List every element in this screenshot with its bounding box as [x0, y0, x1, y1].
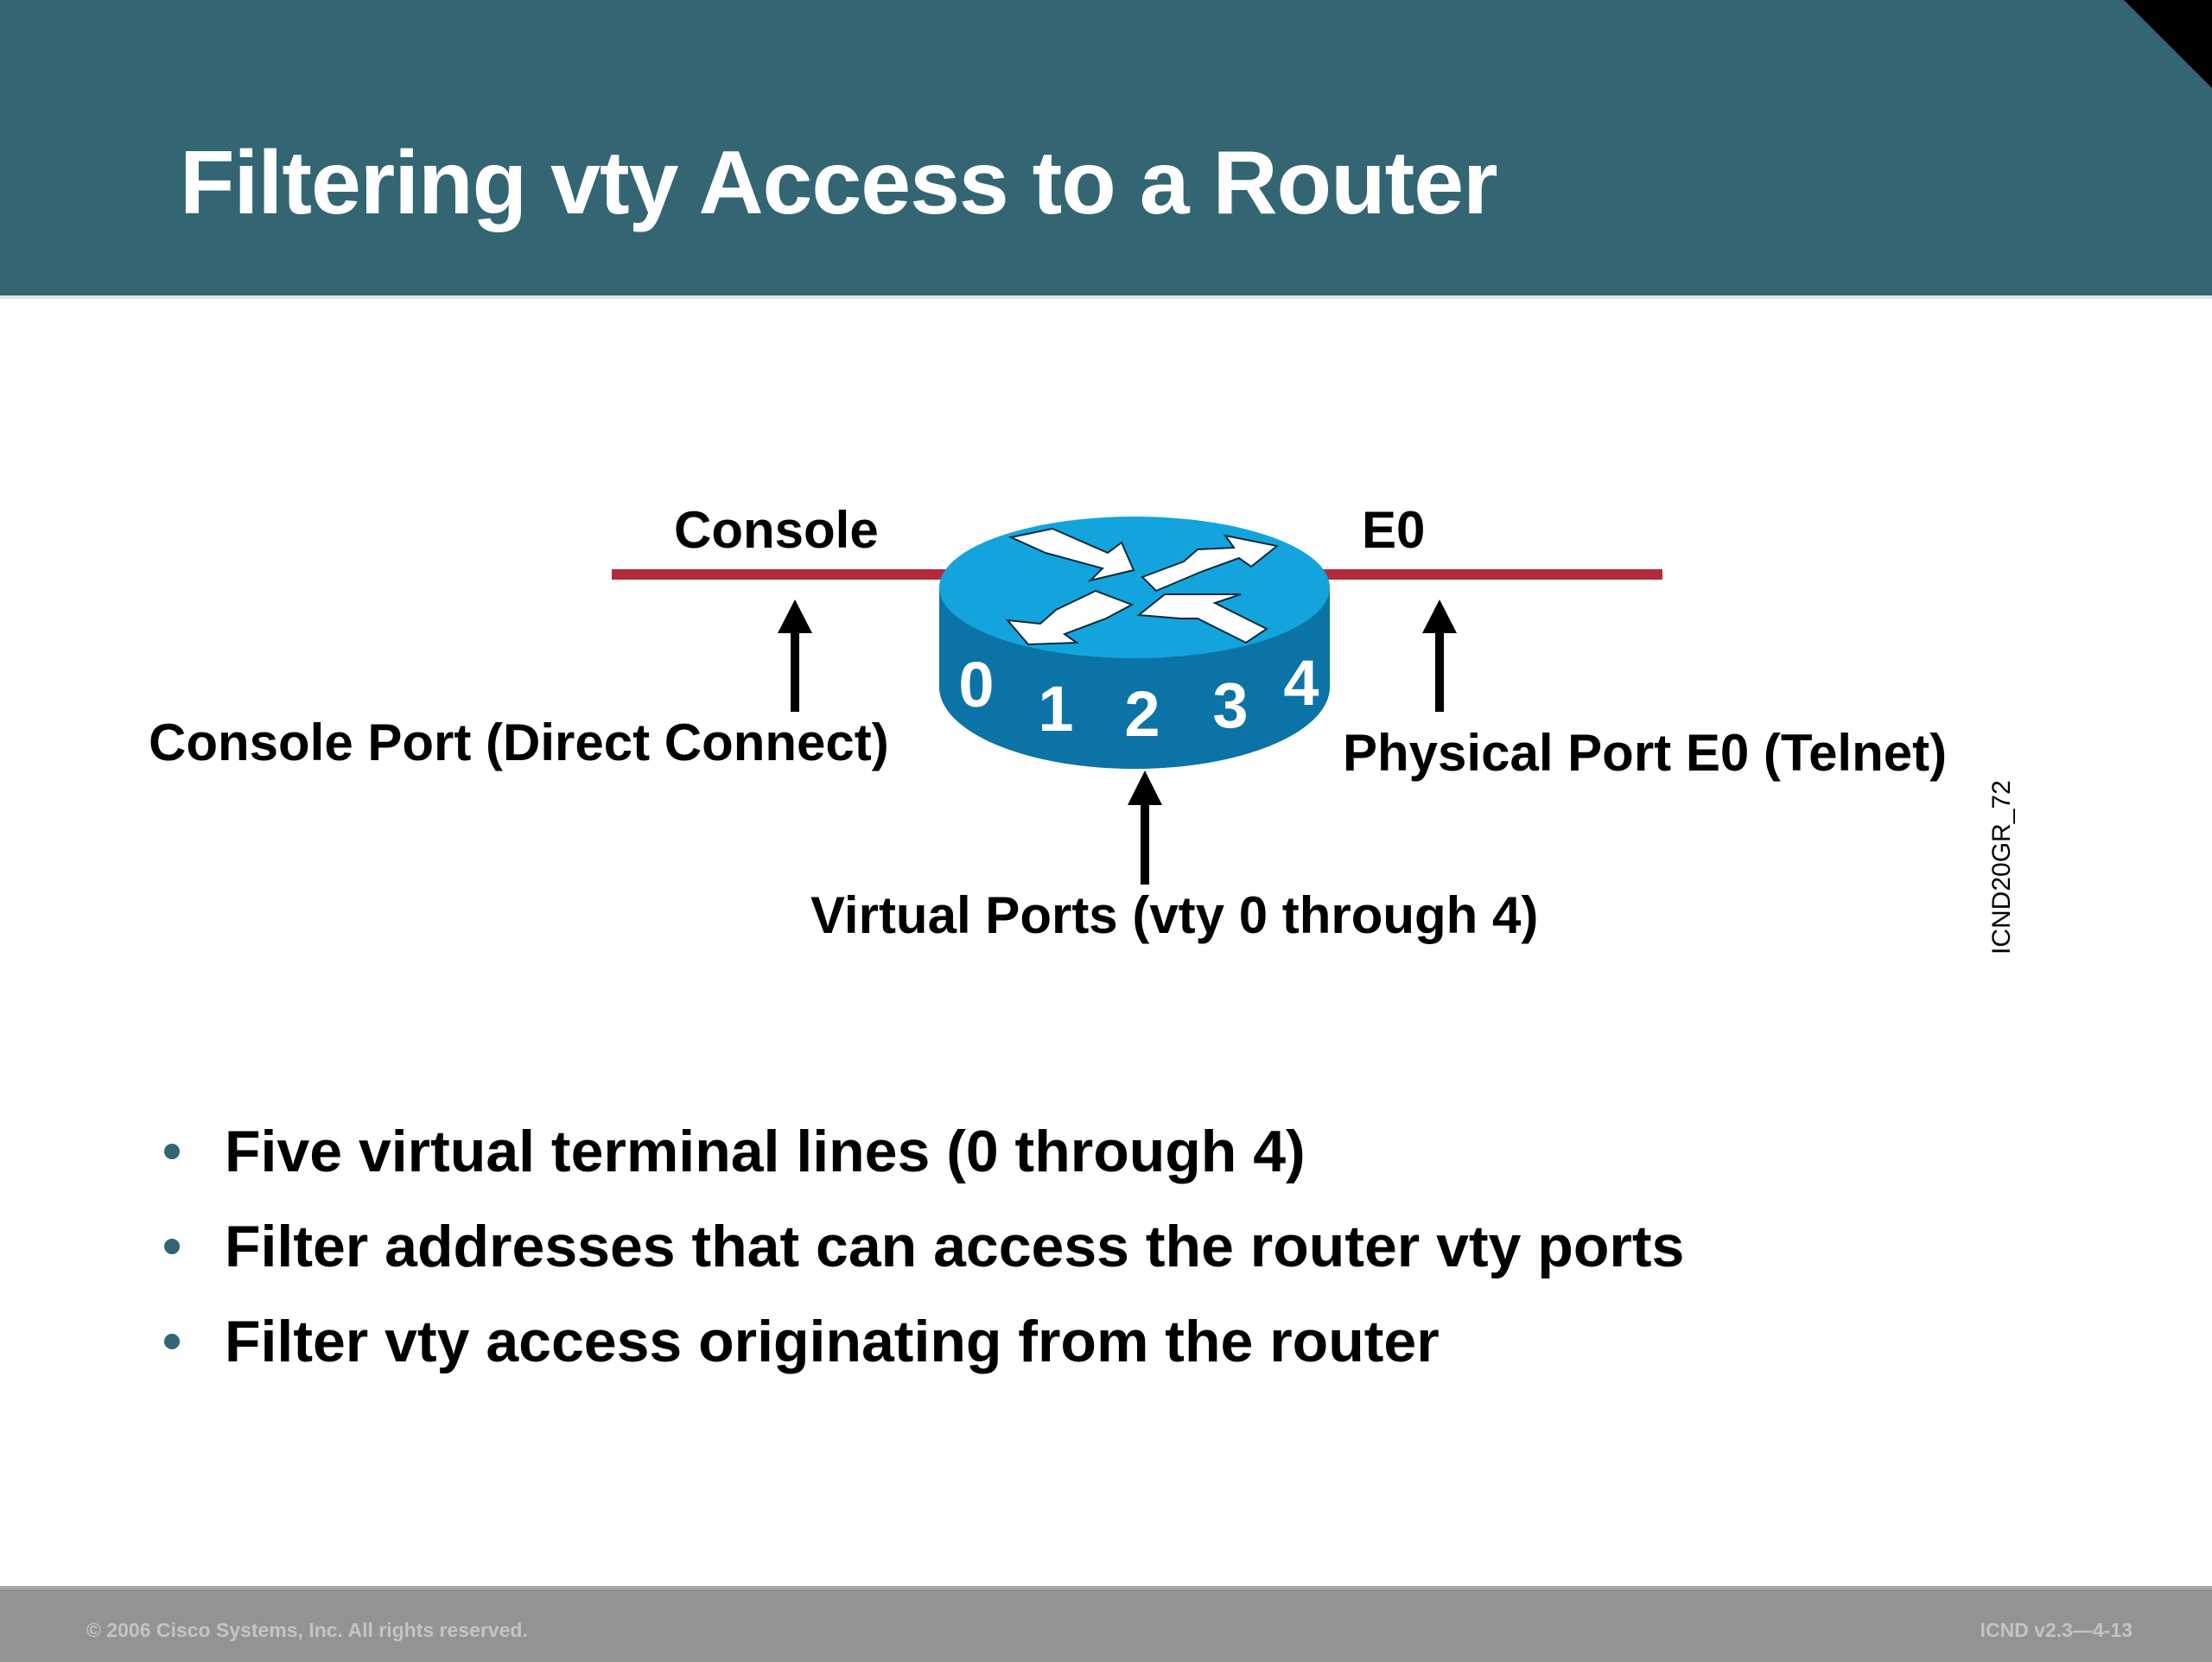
bullet-dot-icon — [164, 1334, 180, 1349]
callout-arrows — [778, 599, 1457, 885]
svg-text:4: 4 — [1283, 647, 1319, 719]
slide-header: Filtering vty Access to a Router — [0, 0, 2212, 295]
router-access-diagram: 0 1 2 3 4 Console E0 Console Port — [149, 501, 2016, 955]
slide-footer: © 2006 Cisco Systems, Inc. All rights re… — [0, 1586, 2212, 1662]
svg-text:3: 3 — [1212, 669, 1248, 741]
svg-text:0: 0 — [958, 649, 994, 720]
header-divider — [0, 295, 2212, 299]
bullet-item: Five virtual terminal lines (0 through 4… — [156, 1104, 1684, 1199]
bullet-item: Filter addresses that can access the rou… — [156, 1199, 1684, 1294]
e0-link-label: E0 — [1362, 501, 1426, 559]
console-port-callout: Console Port (Direct Connect) — [149, 714, 889, 771]
course-page-number: ICND v2.3—4-13 — [1980, 1619, 2133, 1641]
virtual-ports-arrow-icon — [1128, 771, 1162, 885]
console-port-arrow-icon — [778, 599, 812, 712]
bullet-text: Filter addresses that can access the rou… — [225, 1214, 1685, 1279]
virtual-ports-callout: Virtual Ports (vty 0 through 4) — [810, 886, 1539, 944]
copyright-text: © 2006 Cisco Systems, Inc. All rights re… — [86, 1619, 528, 1641]
bullet-text: Filter vty access originating from the r… — [225, 1309, 1440, 1374]
diagram-graphics: 0 1 2 3 4 — [612, 517, 1662, 885]
physical-port-callout: Physical Port E0 (Telnet) — [1343, 724, 1948, 782]
slide-title: Filtering vty Access to a Router — [180, 133, 1498, 233]
bullet-dot-icon — [164, 1144, 180, 1159]
e0-link-line — [1296, 569, 1662, 580]
e0-port-arrow-icon — [1422, 599, 1457, 712]
console-link-line — [612, 569, 975, 580]
bullet-item: Filter vty access originating from the r… — [156, 1294, 1684, 1389]
bullet-text: Five virtual terminal lines (0 through 4… — [225, 1119, 1306, 1184]
svg-text:1: 1 — [1038, 673, 1073, 745]
header-corner-decoration — [2124, 0, 2212, 88]
svg-text:2: 2 — [1124, 678, 1160, 750]
figure-id-label: ICND20GR_72 — [1987, 780, 2016, 955]
bullet-dot-icon — [164, 1239, 180, 1254]
console-link-label: Console — [674, 501, 879, 559]
bullet-list: Five virtual terminal lines (0 through 4… — [156, 1104, 1684, 1389]
router-icon: 0 1 2 3 4 — [939, 517, 1330, 769]
